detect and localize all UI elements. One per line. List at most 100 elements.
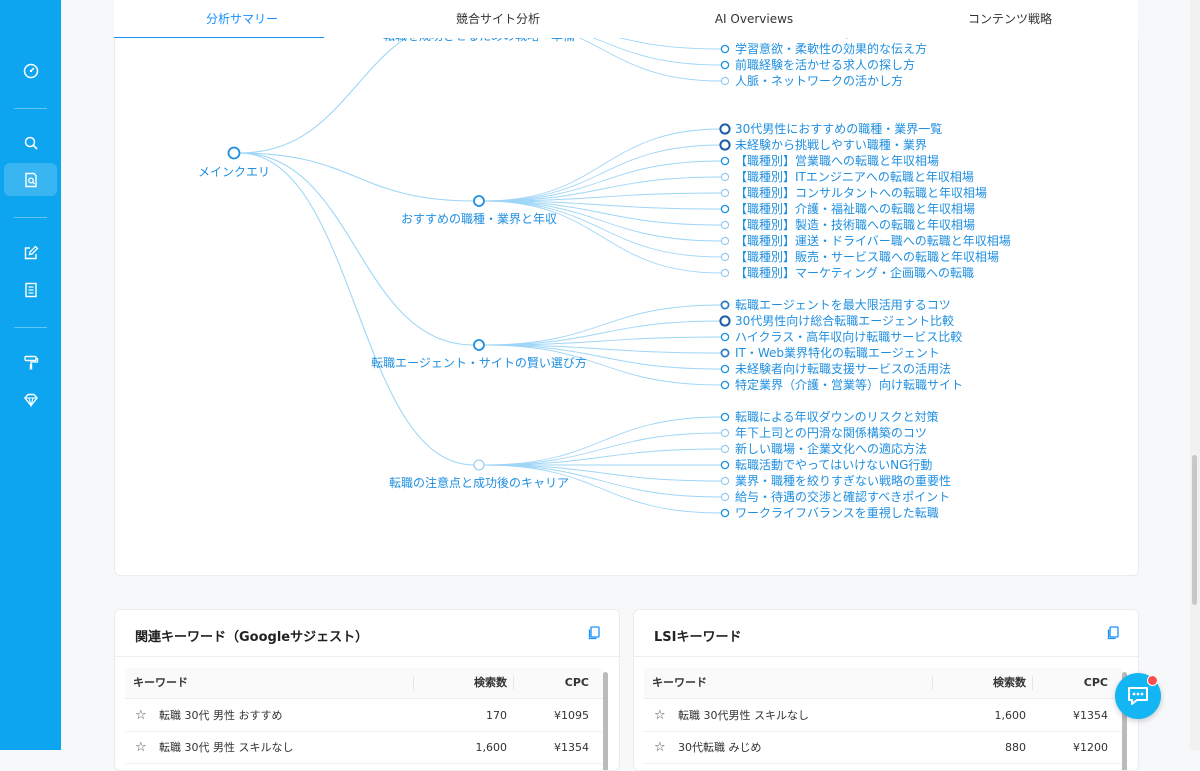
cpc-cell: ¥1095: [554, 709, 589, 722]
branch-label[interactable]: おすすめの職種・業界と年収: [401, 212, 557, 226]
leaf-node[interactable]: [720, 76, 730, 86]
leaf-node[interactable]: [720, 348, 730, 358]
leaf-node[interactable]: [720, 44, 730, 54]
table-scrollbar[interactable]: [603, 672, 608, 770]
leaf-node[interactable]: [720, 172, 730, 182]
copy-icon[interactable]: [1106, 626, 1119, 640]
leaf-label[interactable]: 業界・職種を絞りすぎない戦略の重要性: [735, 473, 951, 488]
leaf-label[interactable]: 転職活動でやってはいけないNG行動: [735, 458, 932, 472]
leaf-label[interactable]: 【職種別】介護・福祉職への転職と年収相場: [735, 201, 975, 216]
star-icon[interactable]: ☆: [654, 708, 666, 723]
leaf-node[interactable]: [720, 156, 730, 166]
page-scrollbar-thumb[interactable]: [1192, 455, 1197, 605]
leaf-node[interactable]: [720, 428, 730, 438]
leaf-label[interactable]: 【職種別】営業職への転職と年収相場: [735, 154, 939, 168]
leaf-node[interactable]: [720, 236, 730, 246]
card-divider: [634, 656, 1138, 657]
sidebar-item-analysis[interactable]: [4, 163, 57, 196]
root-node[interactable]: [227, 146, 241, 160]
leaf-label[interactable]: 30代男性におすすめの職種・業界一覧: [735, 122, 942, 136]
col-cpc[interactable]: CPC: [1083, 676, 1108, 689]
leaf-label[interactable]: 【職種別】運送・ドライバー職への転職と年収相場: [735, 233, 1011, 248]
leaf-link: [483, 464, 722, 498]
leaf-label[interactable]: 新しい職場・企業文化への適応方法: [735, 441, 927, 456]
star-icon[interactable]: ☆: [654, 740, 666, 755]
star-icon[interactable]: ☆: [135, 708, 147, 723]
leaf-label[interactable]: ハイクラス・高年収向け転職サービス比較: [735, 329, 962, 344]
leaf-node[interactable]: [720, 412, 730, 422]
table-scrollbar[interactable]: [1122, 672, 1127, 770]
leaf-node[interactable]: [720, 220, 730, 230]
leaf-label[interactable]: 【職種別】製造・技術職への転職と年収相場: [735, 218, 975, 232]
leaf-node[interactable]: [720, 476, 730, 486]
col-cpc[interactable]: CPC: [564, 676, 589, 689]
leaf-label[interactable]: 【職種別】マーケティング・企画職への転職: [735, 265, 974, 280]
leaf-node[interactable]: [720, 300, 730, 310]
branch-node[interactable]: [473, 459, 485, 471]
branch-label[interactable]: 転職を成功させるための戦略・準備: [383, 38, 575, 43]
col-volume[interactable]: 検索数: [993, 676, 1026, 689]
tab-summary[interactable]: 分析サマリー: [114, 0, 370, 39]
leaf-label[interactable]: IT・Web業界特化の転職エージェント: [735, 345, 940, 360]
leaf-node[interactable]: [719, 123, 731, 135]
col-keyword: キーワード: [133, 676, 188, 689]
leaf-label[interactable]: 学習意欲・柔軟性の効果的な伝え方: [735, 41, 927, 56]
branch-label[interactable]: 転職の注意点と成功後のキャリア: [389, 475, 569, 490]
branch-node[interactable]: [473, 195, 485, 207]
leaf-node[interactable]: [720, 380, 730, 390]
leaf-label[interactable]: 未経験から挑戦しやすい職種・業界: [735, 137, 927, 152]
sidebar-item-search[interactable]: [4, 126, 57, 159]
table-row[interactable]: ☆ 転職 30代 男性 おすすめ 170 ¥1095: [125, 700, 603, 732]
tab-ai-overviews[interactable]: AI Overviews: [714, 12, 794, 26]
leaf-node[interactable]: [720, 204, 730, 214]
sidebar-item-list[interactable]: [4, 273, 57, 306]
leaf-label[interactable]: 給与・待遇の交渉と確認すべきポイント: [735, 489, 950, 504]
sidebar-item-premium[interactable]: [4, 383, 57, 416]
leaf-label[interactable]: 年下上司との円滑な関係構築のコツ: [735, 425, 927, 440]
table-row[interactable]: ☆ 転職 30代 男性 スキルなし 1,600 ¥1354: [125, 732, 603, 764]
leaf-label[interactable]: 【職種別】販売・サービス職への転職と年収相場: [735, 249, 999, 264]
leaf-node[interactable]: [719, 139, 731, 151]
leaf-node[interactable]: [719, 315, 731, 327]
leaf-label[interactable]: 前職経験を活かせる求人の探し方: [735, 57, 915, 72]
branch-label[interactable]: 転職エージェント・サイトの賢い選び方: [371, 355, 587, 370]
leaf-node[interactable]: [720, 444, 730, 454]
leaf-label[interactable]: 転職エージェントを最大限活用するコツ: [735, 298, 951, 312]
tab-content-strategy[interactable]: コンテンツ戦略: [967, 12, 1052, 26]
copy-icon[interactable]: [587, 626, 600, 640]
leaf-link: [483, 344, 722, 370]
root-label: メインクエリ: [198, 165, 270, 179]
leaf-node[interactable]: [720, 332, 730, 342]
leaf-node[interactable]: [720, 364, 730, 374]
lsi-table-header: キーワード 検索数 CPC: [644, 668, 1122, 699]
leaf-node[interactable]: [720, 460, 730, 470]
keyword-cell: 転職 30代 男性 スキルなし: [159, 741, 294, 754]
page-scrollbar[interactable]: [1190, 0, 1200, 750]
branch-node[interactable]: [473, 339, 485, 351]
leaf-node[interactable]: [720, 60, 730, 70]
leaf-node[interactable]: [720, 268, 730, 278]
leaf-node[interactable]: [720, 252, 730, 262]
sidebar-item-edit[interactable]: [4, 236, 57, 269]
leaf-label[interactable]: 【職種別】ITエンジニアへの転職と年収相場: [735, 170, 974, 184]
tab-competitors[interactable]: 競合サイト分析: [455, 12, 540, 26]
sidebar-item-paint[interactable]: [4, 346, 57, 379]
table-row[interactable]: ☆ 転職 30代男性 スキルなし 1,600 ¥1354: [644, 700, 1122, 732]
leaf-label[interactable]: 人脈・ネットワークの活かし方: [735, 73, 903, 88]
leaf-label[interactable]: 転職による年収ダウンのリスクと対策: [735, 409, 939, 424]
leaf-label[interactable]: 未経験者向け転職支援サービスの活用法: [735, 361, 951, 376]
leaf-label[interactable]: 30代男性向け総合転職エージェント比較: [735, 313, 954, 328]
leaf-label[interactable]: ワークライフバランスを重視した転職: [735, 505, 939, 520]
leaf-label[interactable]: 【職種別】コンサルタントへの転職と年収相場: [735, 186, 987, 200]
leaf-node[interactable]: [720, 492, 730, 502]
leaf-label[interactable]: コミュニケーション能力のアピール方法: [735, 38, 951, 40]
sidebar-item-dashboard[interactable]: [4, 54, 57, 87]
table-row[interactable]: ☆ 30代転職 みじめ 880 ¥1200: [644, 732, 1122, 764]
chat-button[interactable]: [1115, 673, 1161, 719]
keyword-cell: 30代転職 みじめ: [678, 741, 762, 754]
leaf-node[interactable]: [720, 188, 730, 198]
leaf-node[interactable]: [720, 508, 730, 518]
star-icon[interactable]: ☆: [135, 740, 147, 755]
col-volume[interactable]: 検索数: [474, 676, 507, 689]
leaf-label[interactable]: 特定業界（介護・営業等）向け転職サイト: [735, 377, 963, 392]
